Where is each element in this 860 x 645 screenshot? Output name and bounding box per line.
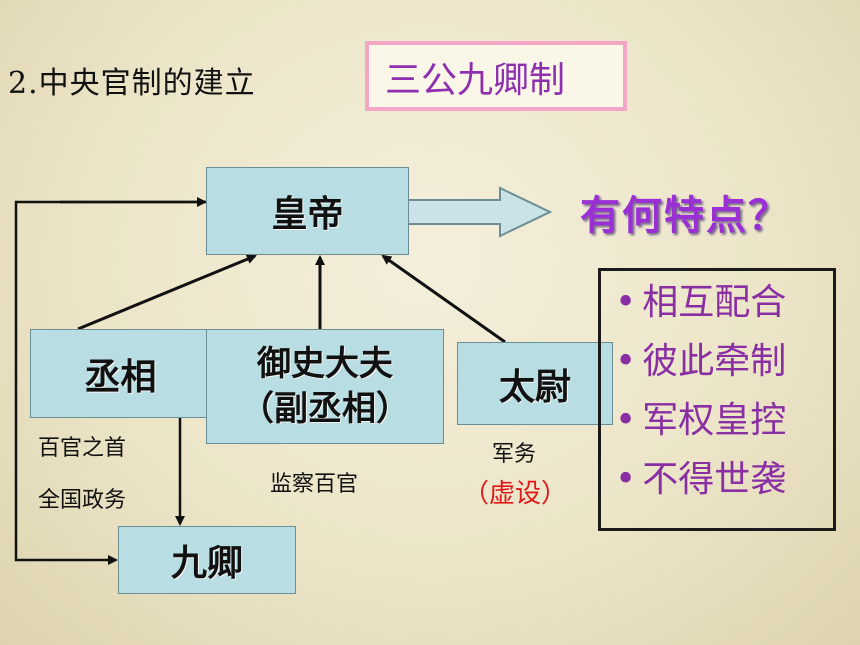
censor-note: 监察百官 (270, 472, 359, 497)
emperor-box: 皇帝 (206, 167, 409, 255)
ministers-label: 九卿 (170, 543, 243, 584)
arrow-chancellor-to-emperor (77, 254, 257, 331)
trait-item: •彼此牵制 (615, 341, 787, 382)
system-name-box: 三公九卿制 (365, 41, 627, 111)
chancellor-box: 丞相 (30, 329, 211, 418)
question-text: 有何特点？ (580, 193, 790, 239)
emperor-label: 皇帝 (271, 194, 344, 235)
trait-item: •相互配合 (615, 282, 787, 323)
censor-label: 御史大夫 (257, 344, 393, 385)
bullet-icon: • (615, 282, 637, 323)
arrow-commandant-to-emperor (381, 254, 506, 344)
commandant-box: 太尉 (457, 342, 613, 425)
bullet-icon: • (615, 459, 637, 500)
bullet-icon: • (615, 400, 637, 441)
traits-box: •相互配合 •彼此牵制 •军权皇控 •不得世袭 (598, 268, 836, 531)
censor-sublabel: （副丞相） (240, 388, 410, 429)
bullet-icon: • (615, 341, 637, 382)
chancellor-label: 丞相 (84, 356, 157, 398)
commandant-note-2: （虚设） (463, 479, 568, 509)
trait-item: •军权皇控 (615, 400, 787, 441)
ministers-box: 九卿 (118, 526, 296, 594)
commandant-label: 太尉 (498, 366, 571, 408)
trait-item: •不得世袭 (615, 459, 787, 500)
commandant-note-1: 军务 (492, 442, 537, 467)
censor-box: 御史大夫 （副丞相） (206, 329, 444, 444)
chancellor-note-2: 全国政务 (38, 488, 127, 513)
chancellor-note-1: 百官之首 (38, 436, 127, 461)
section-heading: 2.中央官制的建立 (8, 66, 256, 101)
system-name: 三公九卿制 (385, 60, 566, 101)
